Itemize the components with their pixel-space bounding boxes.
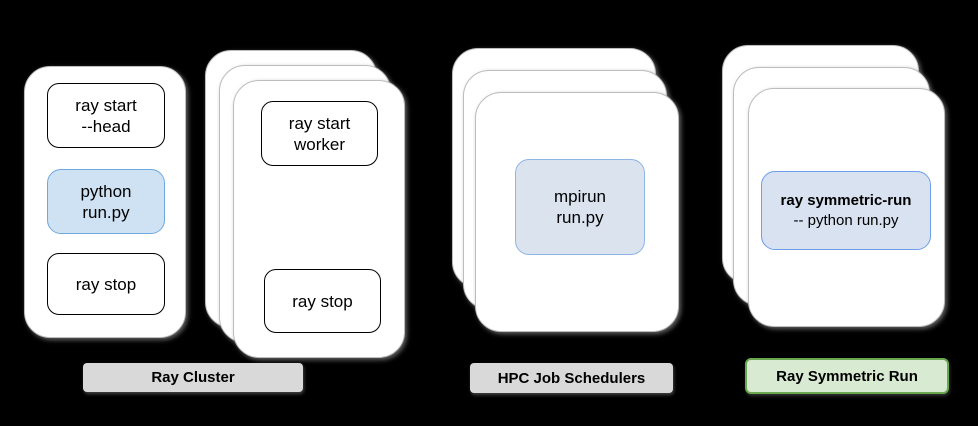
ray-symmetric-run-badge-label: Ray Symmetric Run <box>776 367 918 385</box>
head-ray-stop-box: ray stop <box>47 253 165 315</box>
ray-cluster-badge-label: Ray Cluster <box>151 369 235 386</box>
mpirun-box: mpirun run.py <box>515 159 645 255</box>
worker-ray-stop-label: ray stop <box>292 291 353 311</box>
ray-start-head-box: ray start --head <box>47 83 165 148</box>
hpc-job-schedulers-badge-label: HPC Job Schedulers <box>497 369 646 387</box>
worker-ray-stop-box: ray stop <box>264 269 381 333</box>
head-ray-stop-label: ray stop <box>75 274 137 294</box>
ray-cluster-badge: Ray Cluster <box>83 363 303 392</box>
worker-node-card-front: ray start worker ray stop <box>233 80 405 358</box>
python-run-box: python run.py <box>47 169 165 234</box>
symmetric-run-box: ray symmetric-run -- python run.py <box>761 171 931 250</box>
ray-head-node-card: ray start --head python run.py ray stop <box>24 66 186 338</box>
ray-start-head-label: ray start --head <box>75 95 137 136</box>
symmetric-run-title: ray symmetric-run <box>780 191 912 209</box>
symmetric-run-subtitle: -- python run.py <box>793 211 899 229</box>
ray-start-worker-box: ray start worker <box>261 101 378 166</box>
ray-symmetric-run-badge: Ray Symmetric Run <box>745 358 949 394</box>
hpc-card-front: mpirun run.py <box>475 92 679 332</box>
python-run-label: python run.py <box>80 181 132 222</box>
hpc-job-schedulers-badge: HPC Job Schedulers <box>470 363 673 393</box>
symmetric-card-front: ray symmetric-run -- python run.py <box>748 88 945 327</box>
mpirun-label: mpirun run.py <box>554 187 606 227</box>
ray-start-worker-label: ray start worker <box>288 113 351 154</box>
